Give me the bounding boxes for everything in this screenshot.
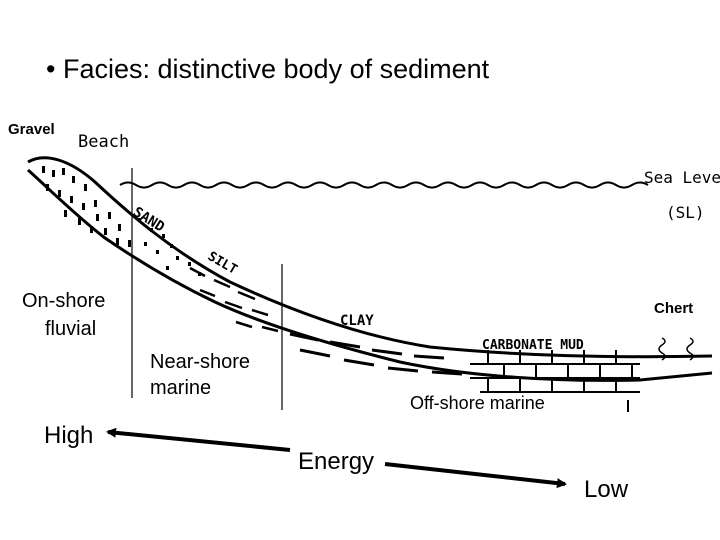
gravel-label: Gravel — [8, 121, 55, 138]
chert-label: Chert — [654, 300, 694, 317]
seafloor-profile — [27, 156, 713, 359]
sea-level-line — [119, 181, 649, 189]
gravel-deposit — [42, 166, 131, 247]
carbonate-mud-label: CARBONATE MUD — [482, 338, 584, 353]
sediment-base — [27, 168, 713, 382]
silt-deposit — [189, 266, 279, 333]
sea-level-abbrev-label: (SL) — [666, 203, 705, 222]
high-energy-arrow — [106, 427, 291, 452]
low-energy-arrow — [384, 462, 567, 489]
nearshore-marine-label-line2: marine — [150, 377, 212, 399]
beach-label: Beach — [78, 132, 130, 152]
clay-deposit — [289, 332, 463, 376]
onshore-fluvial-label-line2: fluvial — [45, 318, 97, 340]
onshore-fluvial-label-line1: On-shore — [22, 290, 106, 312]
carbonate-mud-deposit — [470, 350, 640, 412]
energy-low-label: Low — [584, 476, 629, 503]
clay-label: CLAY — [340, 313, 374, 329]
offshore-marine-label: Off-shore marine — [410, 393, 545, 413]
sea-level-label: Sea Level — [644, 168, 720, 187]
energy-high-label: High — [44, 422, 94, 449]
energy-label: Energy — [298, 448, 375, 475]
chert-deposit — [658, 337, 694, 361]
nearshore-marine-label-line1: Near-shore — [150, 351, 251, 373]
slide-title: • Facies: distinctive body of sediment — [46, 54, 490, 84]
